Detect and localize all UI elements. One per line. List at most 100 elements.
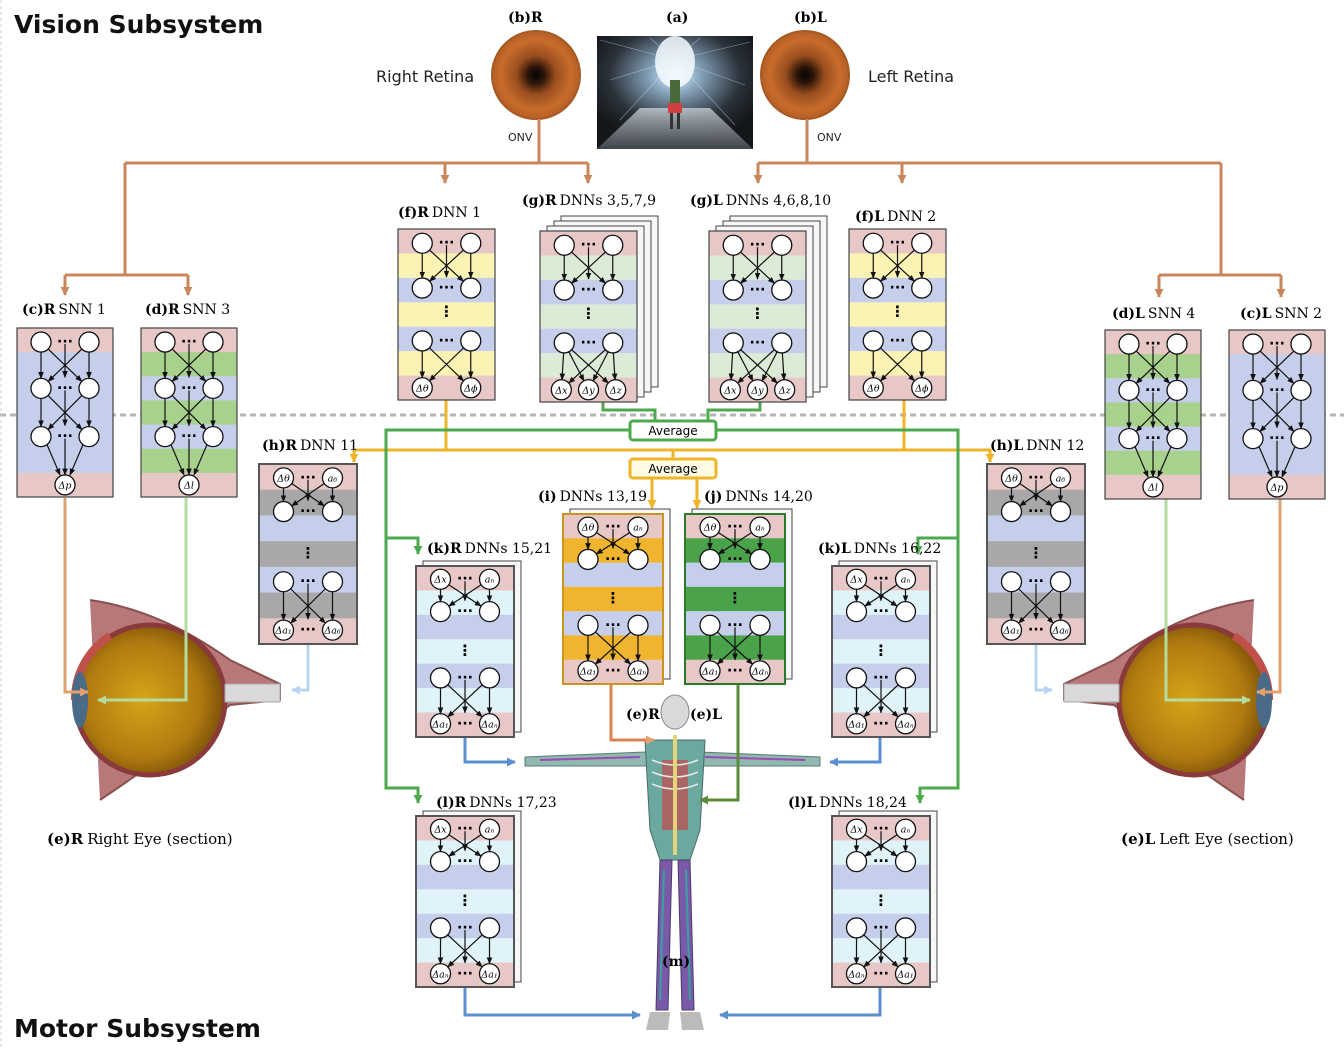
neuron-node	[699, 548, 721, 571]
ellipsis-horizontal: ···	[873, 571, 889, 587]
neuron-node	[321, 571, 344, 593]
ellipsis-horizontal: ···	[300, 470, 316, 486]
connection-arrow	[737, 349, 775, 384]
left-retina-tag: (b)L	[794, 10, 827, 26]
neuron-node	[845, 917, 868, 939]
neuron-node	[845, 850, 868, 873]
ellipsis-horizontal: ···	[1145, 382, 1161, 398]
ellipsis-horizontal: ···	[890, 280, 906, 296]
node-label: Δl	[183, 480, 194, 491]
neuron-node	[30, 377, 52, 400]
neuron-node	[894, 600, 917, 623]
node-label: aₙ	[633, 523, 643, 534]
node-label: Δx	[433, 825, 447, 836]
average-routing	[349, 400, 995, 804]
ellipsis-horizontal: ···	[1145, 431, 1161, 447]
neuron-node	[202, 377, 224, 400]
network-title: (j)DNNs 14,20	[704, 489, 813, 505]
layer-band	[832, 614, 930, 640]
connection-arrow	[761, 351, 778, 382]
ellipsis-horizontal: ···	[181, 429, 197, 445]
panel-border	[140, 327, 238, 498]
node-label: Δa₁	[1002, 626, 1019, 637]
neuron-node	[1242, 333, 1264, 355]
node-label: Δaₙ	[629, 666, 647, 677]
neuron-node	[478, 917, 501, 939]
connection-arrow	[780, 352, 787, 381]
onv-connectors	[60, 119, 1286, 298]
node-label: Δl	[1147, 482, 1158, 493]
neuron-node	[1166, 379, 1188, 402]
ellipsis-vertical: ⋮	[439, 303, 454, 321]
ellipsis-horizontal: ···	[750, 335, 766, 351]
neuron-node	[429, 667, 452, 689]
neuron-node	[1166, 333, 1188, 355]
neuron-node	[894, 850, 917, 873]
neuron-node	[478, 600, 501, 623]
body-tag-left: (e)L	[690, 707, 722, 723]
neuron-node	[862, 277, 884, 299]
neuron-node	[627, 548, 649, 571]
neuron-node	[911, 330, 933, 352]
ellipsis-horizontal: ···	[457, 920, 473, 936]
panel-border	[397, 228, 496, 401]
neuron-node	[1242, 379, 1264, 402]
average-green-label: Average	[648, 424, 697, 438]
neuron-node	[78, 377, 100, 400]
node-label: Δaₙ	[847, 969, 865, 980]
ellipsis-horizontal: ···	[457, 604, 473, 620]
connection-arrow	[193, 444, 208, 476]
neuron-node	[1000, 500, 1023, 523]
neuron-node	[30, 331, 52, 353]
connection-arrow	[1281, 446, 1296, 478]
neuron-node	[722, 332, 744, 354]
ellipsis-horizontal: ···	[581, 335, 597, 351]
node-label: Δy	[750, 385, 764, 396]
ellipsis-vertical: ⋮	[458, 892, 473, 910]
layer-band	[259, 515, 357, 542]
ellipsis-horizontal: ···	[873, 920, 889, 936]
connection-arrow	[740, 349, 778, 384]
neuron-node	[411, 232, 433, 254]
panel-border	[258, 463, 358, 645]
panel-border	[831, 815, 931, 988]
node-label: Δθ	[1004, 473, 1018, 484]
ellipsis-horizontal: ···	[605, 551, 621, 567]
ellipsis-horizontal: ···	[57, 429, 73, 445]
panel-border	[708, 230, 807, 403]
ellipsis-horizontal: ···	[457, 966, 473, 982]
node-label: Δy	[581, 385, 595, 396]
panel-border	[1228, 329, 1326, 500]
node-label: Δaₙ	[896, 719, 914, 730]
layer-band	[709, 304, 806, 330]
ellipsis-horizontal: ···	[1269, 431, 1285, 447]
neuron-node	[771, 234, 793, 256]
ellipsis-horizontal: ···	[750, 237, 766, 253]
ellipsis-vertical: ⋮	[606, 589, 621, 607]
layer-band	[398, 302, 495, 328]
ellipsis-horizontal: ···	[457, 670, 473, 686]
panel-border	[1104, 329, 1202, 500]
neuron-node	[1242, 427, 1264, 450]
neuron-node	[478, 850, 501, 873]
neuron-node	[627, 614, 649, 636]
motor-subsystem-title: Motor Subsystem	[14, 1014, 261, 1043]
node-label: Δθ	[415, 383, 429, 394]
ellipsis-horizontal: ···	[300, 574, 316, 590]
neuron-node	[1118, 427, 1140, 450]
node-label: Δaₙ	[431, 969, 449, 980]
neuron-node	[577, 548, 599, 571]
neuron-node	[602, 234, 624, 256]
node-label: a₆	[328, 473, 338, 484]
neuron-node	[411, 277, 433, 299]
ellipsis-horizontal: ···	[581, 237, 597, 253]
right-retina-image	[491, 30, 581, 120]
